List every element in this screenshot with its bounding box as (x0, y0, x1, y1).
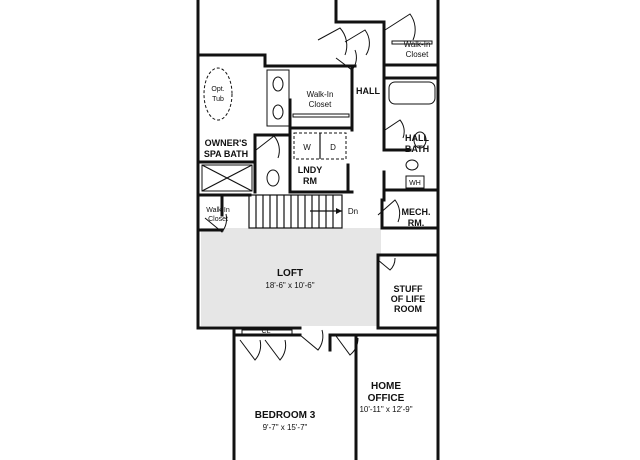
walk-in-closet-small-label-1: Walk-In (206, 207, 230, 214)
walk-in-closet-top-label-2: Closet (406, 50, 429, 59)
doors (204, 13, 416, 361)
mech-rm-label-1: MECH. (402, 207, 431, 217)
water-heater-label: WH (409, 180, 421, 187)
home-office-size-label: 10'-11" x 12'-9" (359, 405, 412, 414)
owners-spa-bath-label-2: SPA BATH (204, 149, 248, 159)
fixtures (201, 40, 436, 335)
washer-label: W (303, 143, 311, 152)
opt-tub-label-1: Opt. (211, 86, 224, 93)
bedroom3-name-label: BEDROOM 3 (255, 410, 316, 421)
loft-floor-edge (378, 228, 381, 260)
dryer-label: D (330, 143, 336, 152)
hall-label: HALL (356, 86, 380, 96)
stairs (248, 194, 343, 229)
bedroom3-size-label: 9'-7" x 15'-7" (263, 423, 308, 432)
loft-name-label: LOFT (277, 268, 303, 279)
loft-floor (201, 228, 378, 326)
lndy-rm-label-1: LNDY (298, 165, 323, 175)
walk-in-closet-top-label-1: Walk-In (404, 40, 431, 49)
stuff-of-life-label-3: ROOM (394, 304, 422, 314)
loft-size-label: 18'-6" x 10'-6" (265, 281, 314, 290)
interior-walls (196, 0, 440, 460)
home-office-name-label-1: HOME (371, 381, 401, 392)
walk-in-closet-small-label-2: Closet (208, 216, 228, 223)
hall-bath-label-2: BATH (405, 144, 429, 154)
walk-in-closet-owner-label-1: Walk-In (307, 90, 334, 99)
home-office-name-label-2: OFFICE (368, 393, 405, 404)
hall-bath-label-1: HALL (405, 133, 429, 143)
mech-rm-label-2: RM. (408, 218, 425, 228)
walk-in-closet-owner-label-2: Closet (309, 100, 332, 109)
closet-cl-label: CL (262, 328, 271, 335)
owners-spa-bath-label-1: OWNER'S (205, 138, 248, 148)
stuff-of-life-label-1: STUFF (394, 284, 423, 294)
stair-down-label: Dn (348, 207, 358, 216)
opt-tub-label-2: Tub (212, 96, 224, 103)
lndy-rm-label-2: RM (303, 176, 317, 186)
stuff-of-life-label-2: OF LIFE (391, 294, 426, 304)
exterior-walls (196, 0, 440, 460)
